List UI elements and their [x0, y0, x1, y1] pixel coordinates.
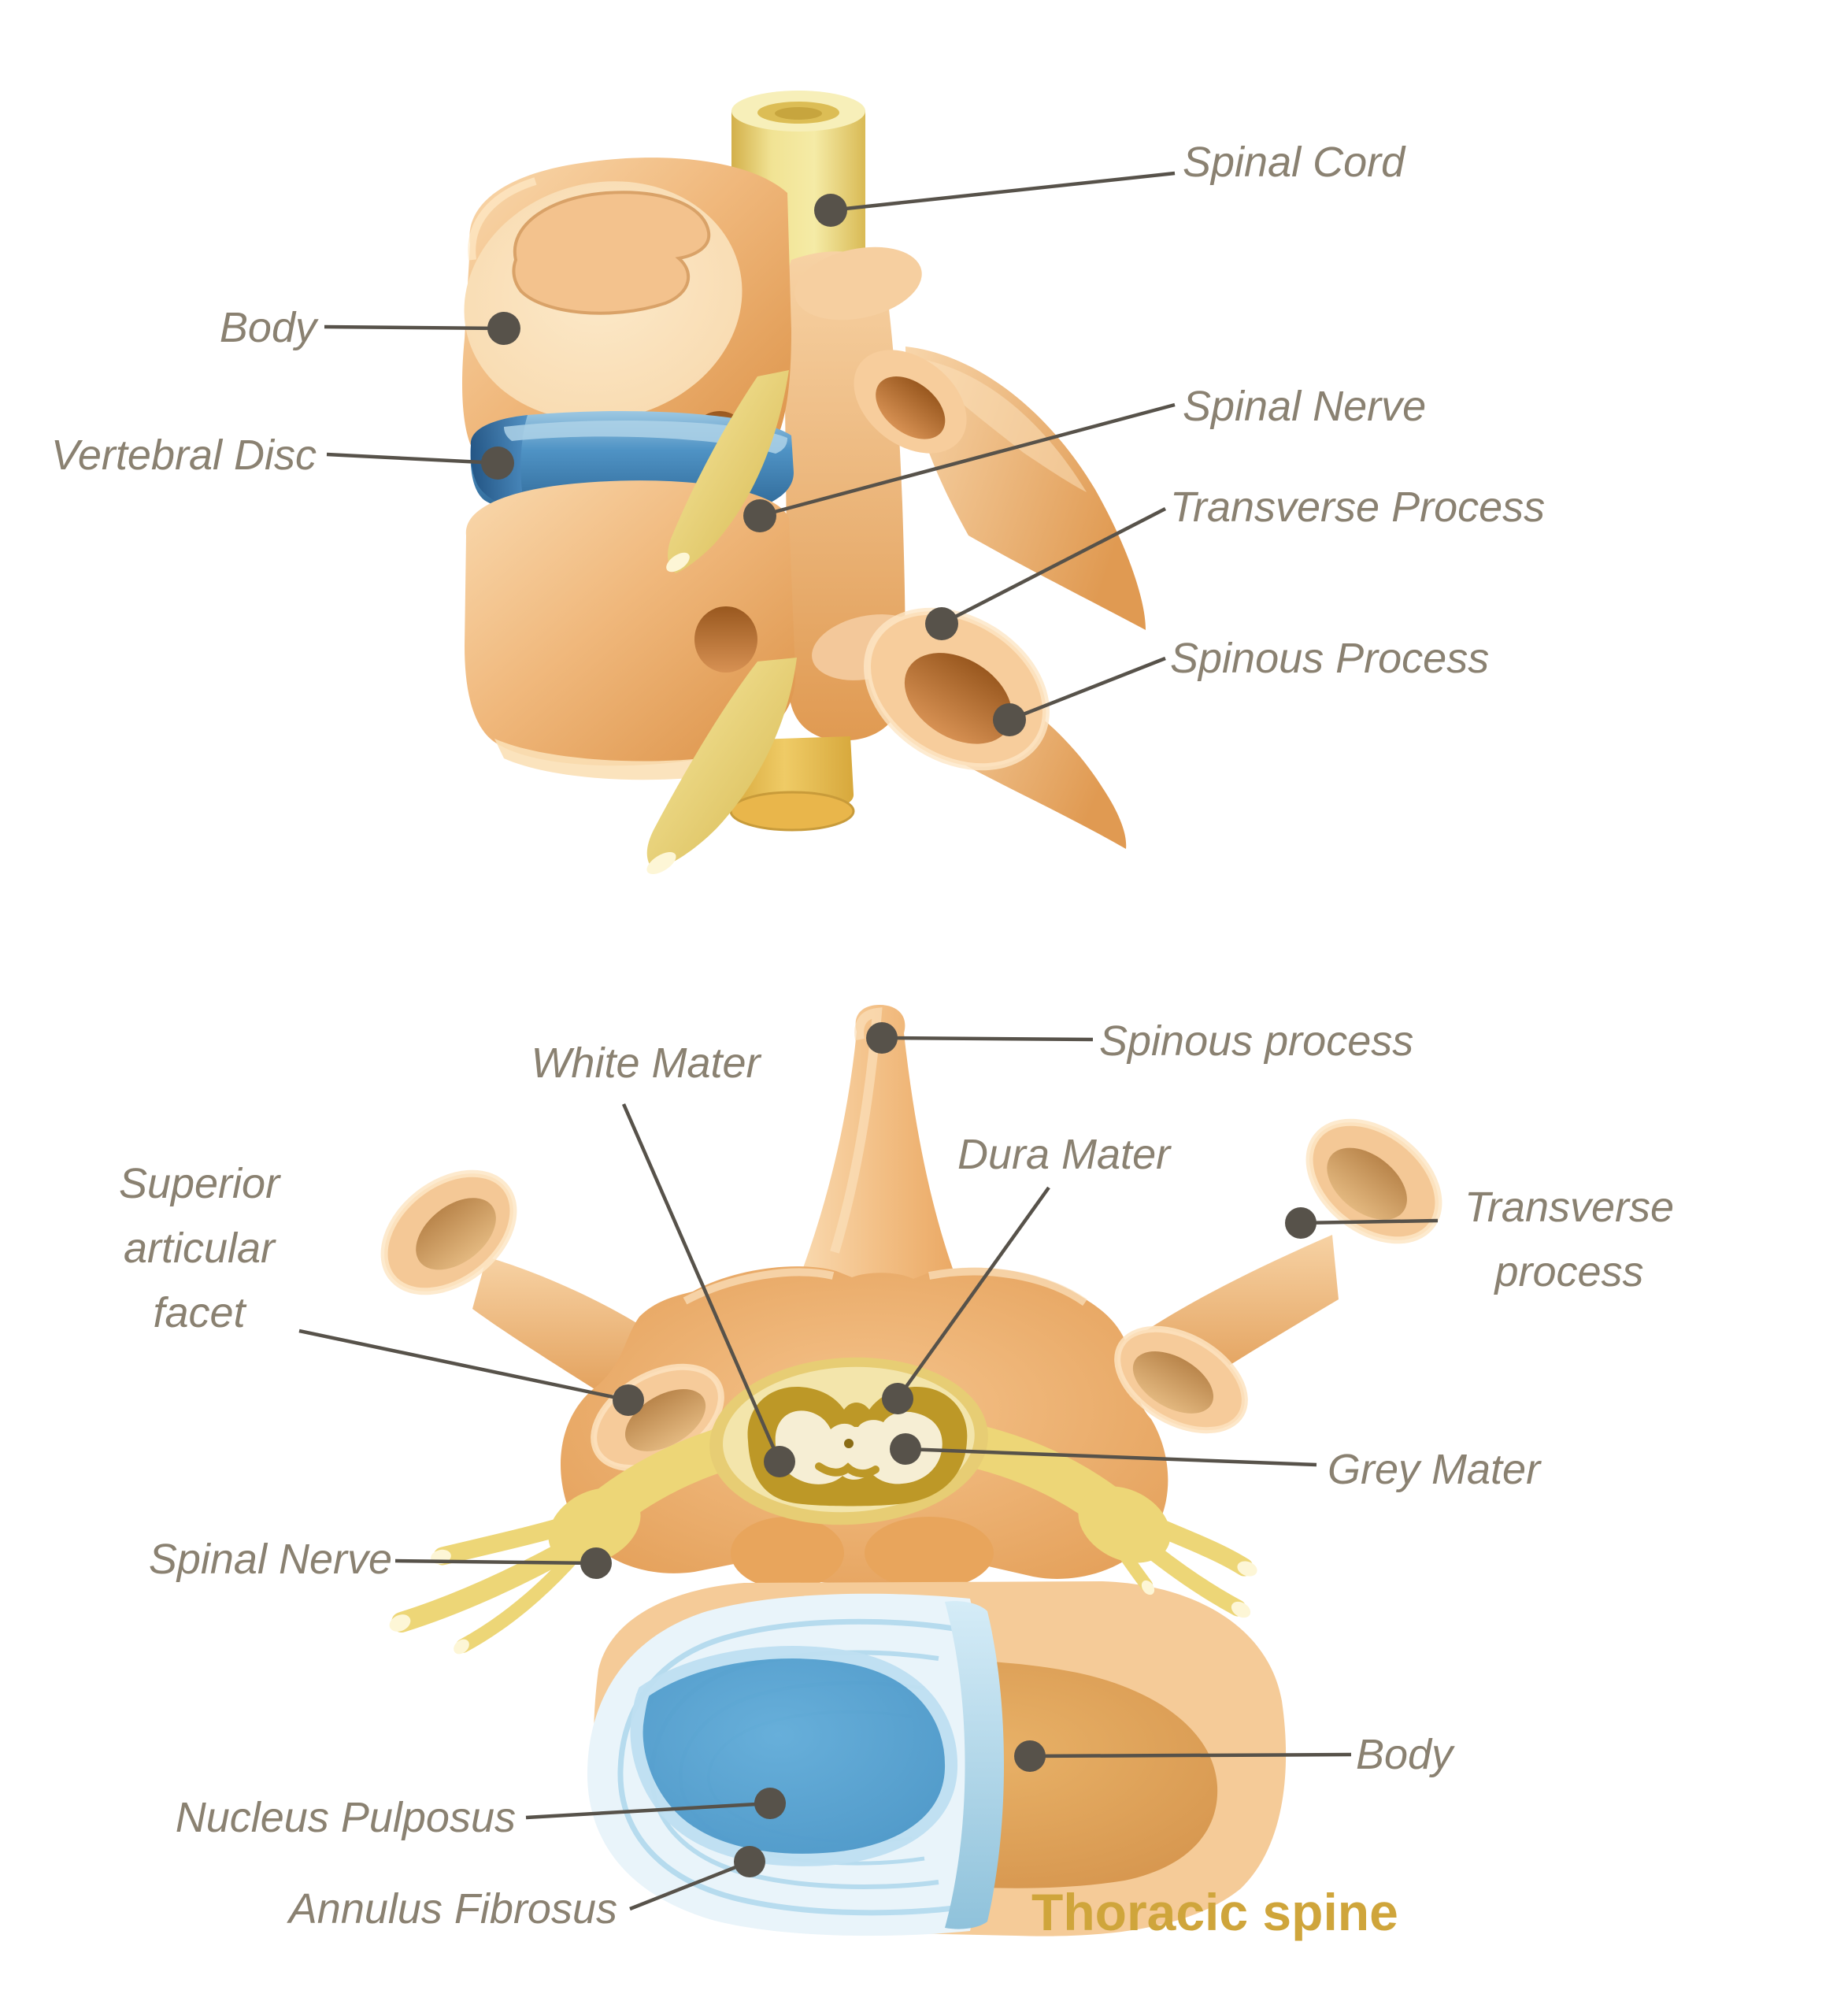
- vertebral-body-upper: [462, 158, 791, 484]
- leader-spinous-process-top: [993, 656, 1166, 736]
- label-superior-articular-facet: Superior articular facet: [118, 1160, 280, 1337]
- label-annulus-fibrosus: Annulus Fibrosus: [288, 1885, 617, 1933]
- leader-spinal-nerve-top: [743, 402, 1176, 532]
- leader-vertebral-disc: [326, 447, 514, 480]
- label-spinal-nerve-bottom: Spinal Nerve: [148, 1536, 392, 1583]
- spinal-nerve-horns: [646, 370, 797, 874]
- leader-lines-top: [324, 171, 1176, 736]
- leader-white-mater: [621, 1103, 795, 1477]
- label-body-bottom: Body: [1356, 1731, 1454, 1778]
- leader-spinous-process-bottom: [866, 1022, 1094, 1054]
- spinous-process-stalk: [778, 1005, 975, 1339]
- label-body-top: Body: [219, 304, 317, 351]
- leader-grey-mater: [890, 1433, 1317, 1467]
- label-grey-mater: Grey Mater: [1328, 1446, 1541, 1493]
- disc-cutaway: [587, 1593, 1004, 1936]
- label-spinal-cord: Spinal Cord: [1183, 139, 1405, 186]
- leader-spinal-nerve-bottom: [394, 1547, 612, 1579]
- leader-annulus-fibrosus: [629, 1846, 765, 1911]
- label-vertebral-disc: Vertebral Disc: [50, 432, 317, 479]
- posterior-arch-elements: [784, 246, 1050, 771]
- leader-body-top: [324, 312, 520, 345]
- leader-nucleus-pulposus: [525, 1788, 786, 1820]
- label-transverse-process-top: Transverse Process: [1170, 484, 1546, 531]
- leader-superior-articular-facet: [298, 1329, 644, 1416]
- leader-transverse-process-top: [925, 506, 1167, 640]
- white-matter: [775, 1410, 942, 1484]
- label-spinous-process-bottom: Spinous process: [1099, 1017, 1414, 1065]
- leader-body-bottom: [1014, 1740, 1352, 1772]
- label-white-mater: White Mater: [531, 1040, 761, 1087]
- label-spinous-process-top: Spinous Process: [1170, 635, 1490, 682]
- leader-transverse-process-bottom: [1285, 1207, 1439, 1239]
- illustration-axial-view: [298, 1005, 1442, 1936]
- leader-dura-mater: [882, 1186, 1050, 1414]
- label-nucleus-pulposus: Nucleus Pulposus: [175, 1794, 516, 1841]
- label-dura-mater: Dura Mater: [957, 1131, 1171, 1178]
- leader-spinal-cord: [814, 171, 1176, 227]
- superior-articular-facets: [591, 1325, 1248, 1472]
- illustration-lateral-view: [324, 91, 1176, 874]
- leader-lines-bottom: [298, 1022, 1439, 1911]
- figure-title: Thoracic spine: [1031, 1883, 1398, 1941]
- label-spinal-nerve-top: Spinal Nerve: [1183, 383, 1427, 430]
- label-transverse-process-bottom: Transverse process: [1464, 1184, 1675, 1296]
